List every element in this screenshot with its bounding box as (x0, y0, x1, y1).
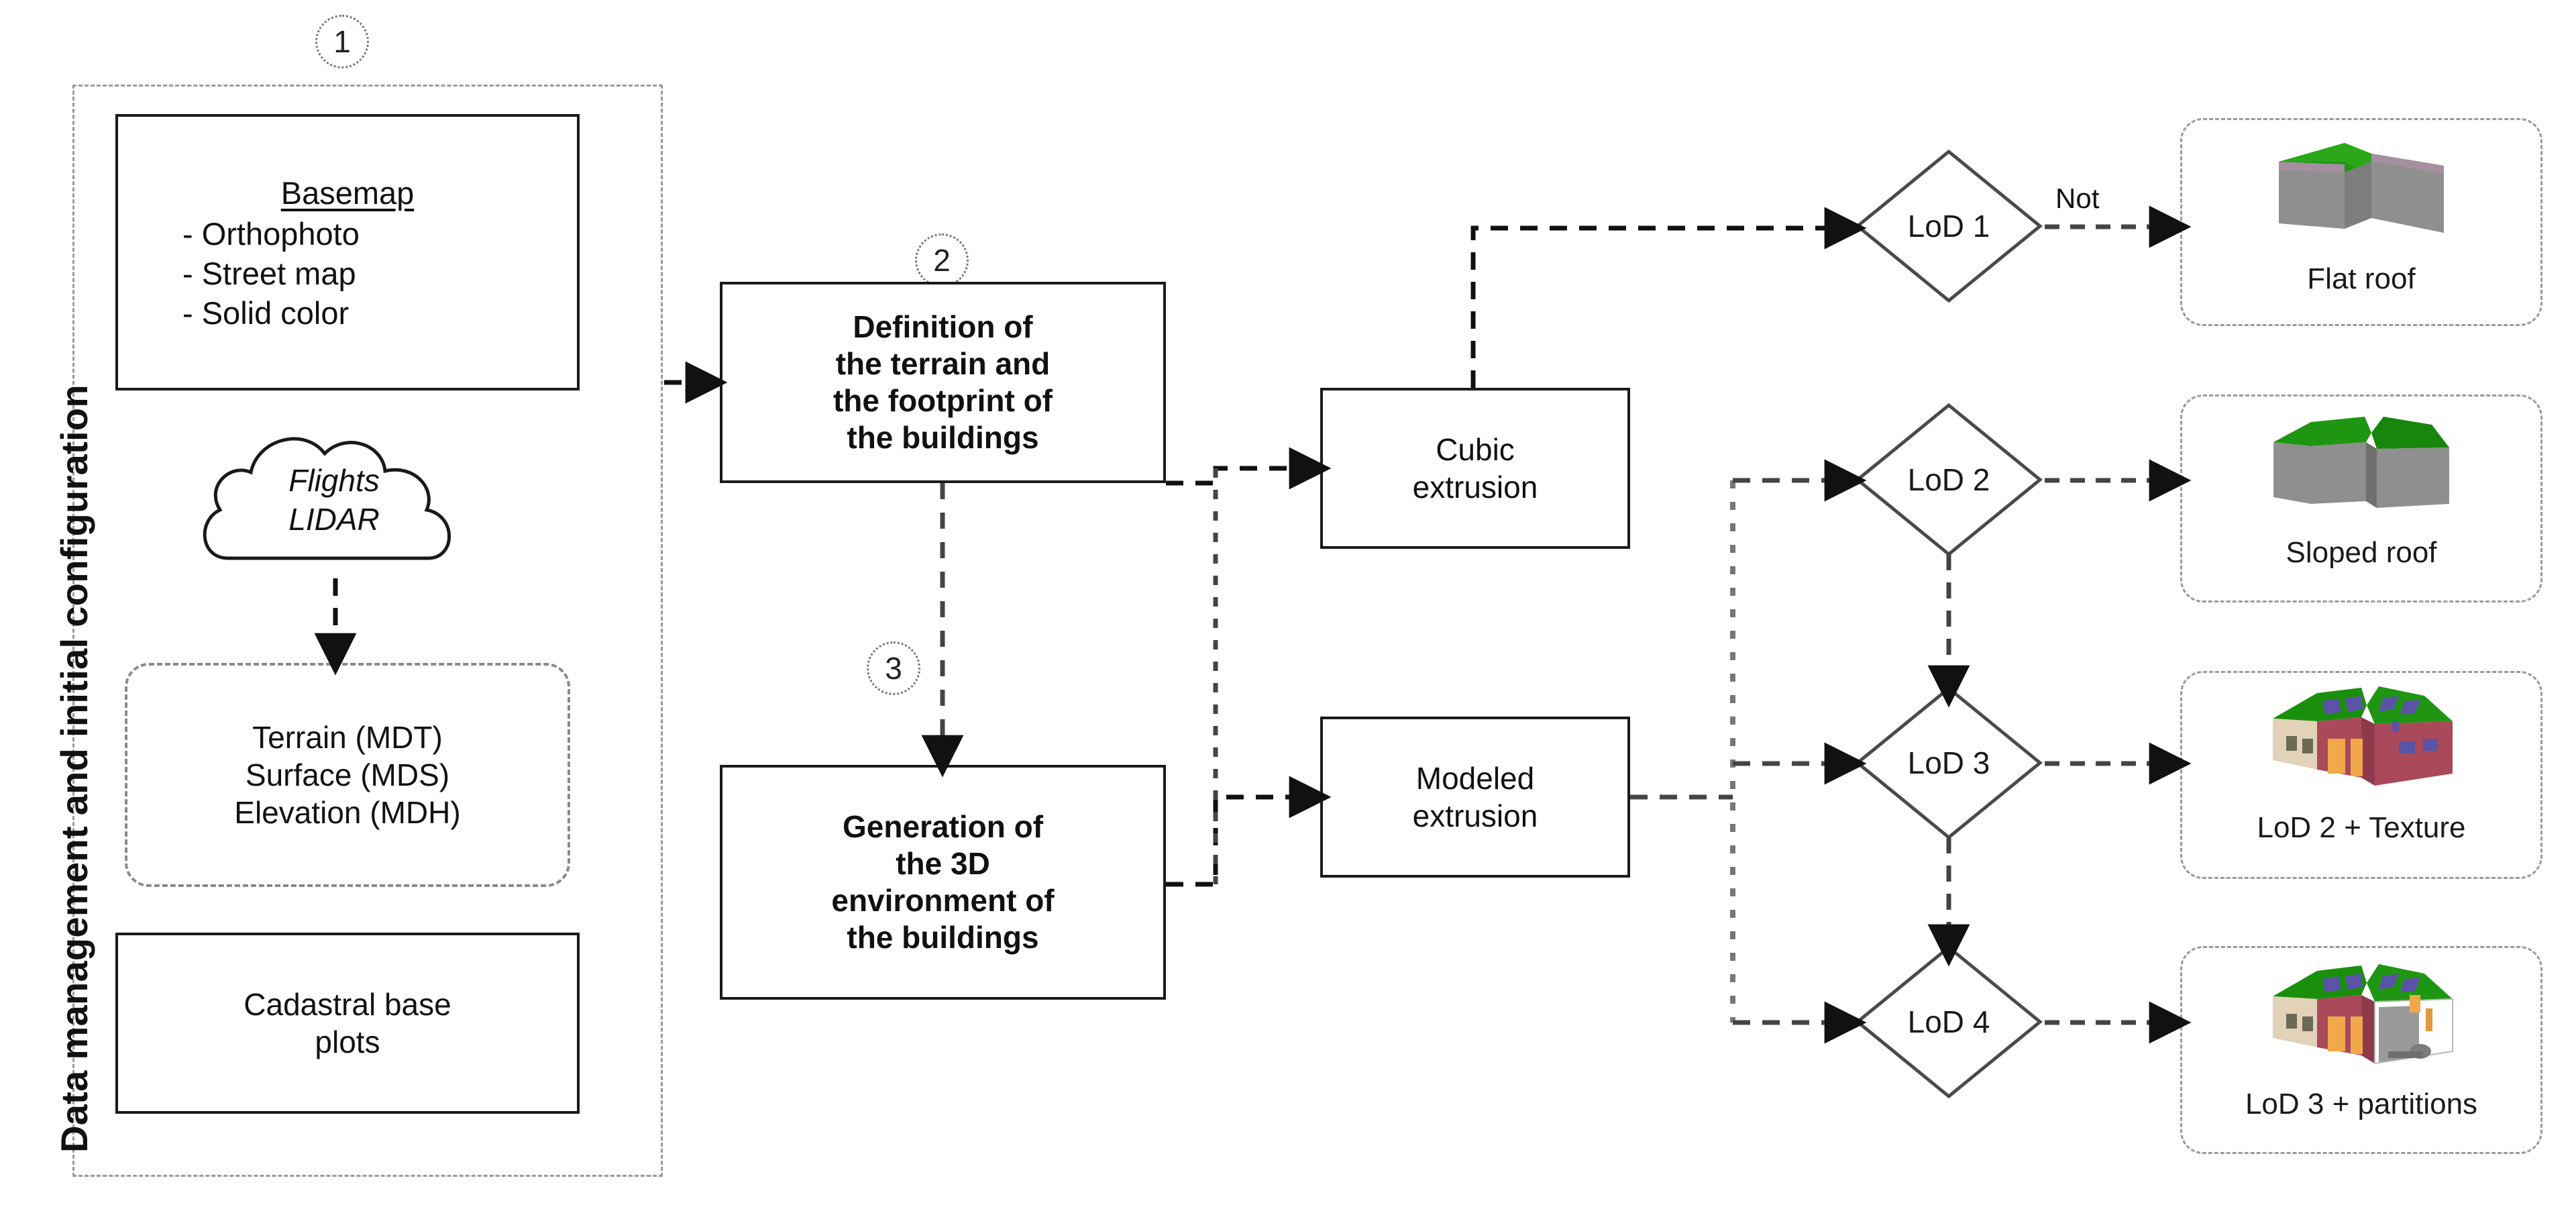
terrain-line-mdt: Terrain (MDT) (252, 719, 443, 755)
generation-line-2: the 3D (896, 845, 990, 881)
edge-label-not: Not (2055, 182, 2100, 214)
cloud-shape (203, 437, 451, 560)
wire-generation-to-modeled-extrusion (1166, 776, 1332, 887)
cubic-line-2: extrusion (1412, 470, 1538, 505)
cubic-content: Cubic extrusion (1413, 431, 1538, 506)
result-caption-flat-roof: Flat roof (2307, 262, 2416, 295)
definition-content: Definition of the terrain and the footpr… (833, 309, 1053, 457)
cubic-extrusion-box[interactable]: Cubic extrusion (1320, 388, 1630, 549)
decision-lod-2[interactable]: LoD 2 (1855, 403, 2043, 557)
decision-lod-3-label: LoD 3 (1907, 745, 1990, 780)
result-panel-lod3-partitions[interactable]: LoD 3 + partitions (2180, 946, 2542, 1154)
cadastral-base-plots-box[interactable]: Cadastral base plots (115, 933, 580, 1114)
basemap-content: Basemap - Orthophoto - Street map - Soli… (118, 168, 577, 337)
wire-cubic-to-lod1 (1470, 207, 1867, 388)
textured-house-icon (2182, 680, 2540, 804)
decision-lod-4[interactable]: LoD 4 (1855, 945, 2043, 1099)
basemap-item-street-map: - Street map (182, 255, 356, 291)
definition-line-3: the footprint of (833, 383, 1053, 418)
group-side-label: Data management and initial configuratio… (53, 384, 95, 1153)
decision-lod-1-label: LoD 1 (1907, 209, 1990, 244)
cloud-label: Flights LIDAR (193, 462, 475, 539)
definition-line-2: the terrain and (835, 346, 1051, 381)
modeled-line-1: Modeled (1415, 760, 1535, 796)
generation-box[interactable]: Generation of the 3D environment of the … (720, 765, 1166, 1000)
step-badge-2: 2 (915, 233, 969, 287)
generation-line-3: environment of (831, 883, 1055, 918)
basemap-item-solid-color: - Solid color (182, 295, 350, 331)
cloud-line-flights: Flights (288, 463, 380, 498)
step-badge-1: 1 (315, 15, 369, 68)
sloped-roof-art (2273, 417, 2449, 508)
decision-lod-4-label: LoD 4 (1907, 1004, 1990, 1039)
diamond-shape-lod4 (1855, 945, 2043, 1099)
group-outline-data-management (72, 85, 663, 1177)
result-panel-lod2-texture[interactable]: LoD 2 + Texture (2180, 671, 2542, 879)
result-panel-sloped-roof[interactable]: Sloped roof (2180, 395, 2542, 602)
basemap-item-orthophoto: - Orthophoto (182, 215, 360, 252)
result-caption-lod3-partitions: LoD 3 + partitions (2245, 1088, 2478, 1120)
basemap-box[interactable]: Basemap - Orthophoto - Street map - Soli… (115, 114, 580, 390)
generation-content: Generation of the 3D environment of the … (831, 808, 1054, 957)
cloud-line-lidar: LIDAR (288, 501, 380, 537)
decision-lod-2-label: LoD 2 (1907, 462, 1990, 497)
cadastral-line-1: Cadastral base (244, 986, 451, 1022)
modeled-line-2: extrusion (1412, 798, 1538, 833)
textured-house-art (2273, 686, 2453, 786)
partitioned-house-art (2273, 964, 2453, 1065)
decision-lod-3[interactable]: LoD 3 (1855, 686, 2043, 840)
modeled-content: Modeled extrusion (1413, 759, 1538, 835)
generation-line-1: Generation of (842, 808, 1044, 844)
result-caption-sloped-roof: Sloped roof (2286, 536, 2437, 569)
sloped-roof-building-icon (2182, 410, 2540, 531)
terrain-models-box[interactable]: Terrain (MDT) Surface (MDS) Elevation (M… (125, 663, 570, 887)
result-caption-lod2-texture: LoD 2 + Texture (2257, 811, 2466, 844)
wire-definition-to-extrusion-bus (1166, 447, 1332, 490)
cadastral-line-2: plots (315, 1025, 380, 1059)
flat-roof-building-icon (2182, 135, 2540, 256)
basemap-title: Basemap (280, 174, 415, 211)
step-badge-3: 3 (867, 641, 920, 695)
cloud-flights-lidar[interactable]: Flights LIDAR (193, 403, 475, 578)
result-panel-flat-roof[interactable]: Flat roof (2180, 118, 2542, 326)
definition-box[interactable]: Definition of the terrain and the footpr… (720, 282, 1166, 483)
terrain-line-mds: Surface (MDS) (245, 757, 450, 792)
cubic-line-1: Cubic (1436, 431, 1515, 467)
modeled-extrusion-box[interactable]: Modeled extrusion (1320, 717, 1630, 878)
definition-line-1: Definition of (853, 309, 1033, 344)
partitioned-house-icon (2182, 957, 2540, 1082)
terrain-models-content: Terrain (MDT) Surface (MDS) Elevation (M… (234, 719, 460, 831)
terrain-line-mdh: Elevation (MDH) (234, 795, 461, 831)
definition-line-4: the buildings (847, 420, 1039, 456)
decision-lod-1[interactable]: LoD 1 (1855, 149, 2043, 303)
flat-roof-art (2279, 143, 2444, 233)
diamond-shape-lod1 (1855, 149, 2043, 303)
cadastral-content: Cadastral base plots (244, 986, 451, 1061)
generation-line-4: the buildings (847, 920, 1039, 955)
